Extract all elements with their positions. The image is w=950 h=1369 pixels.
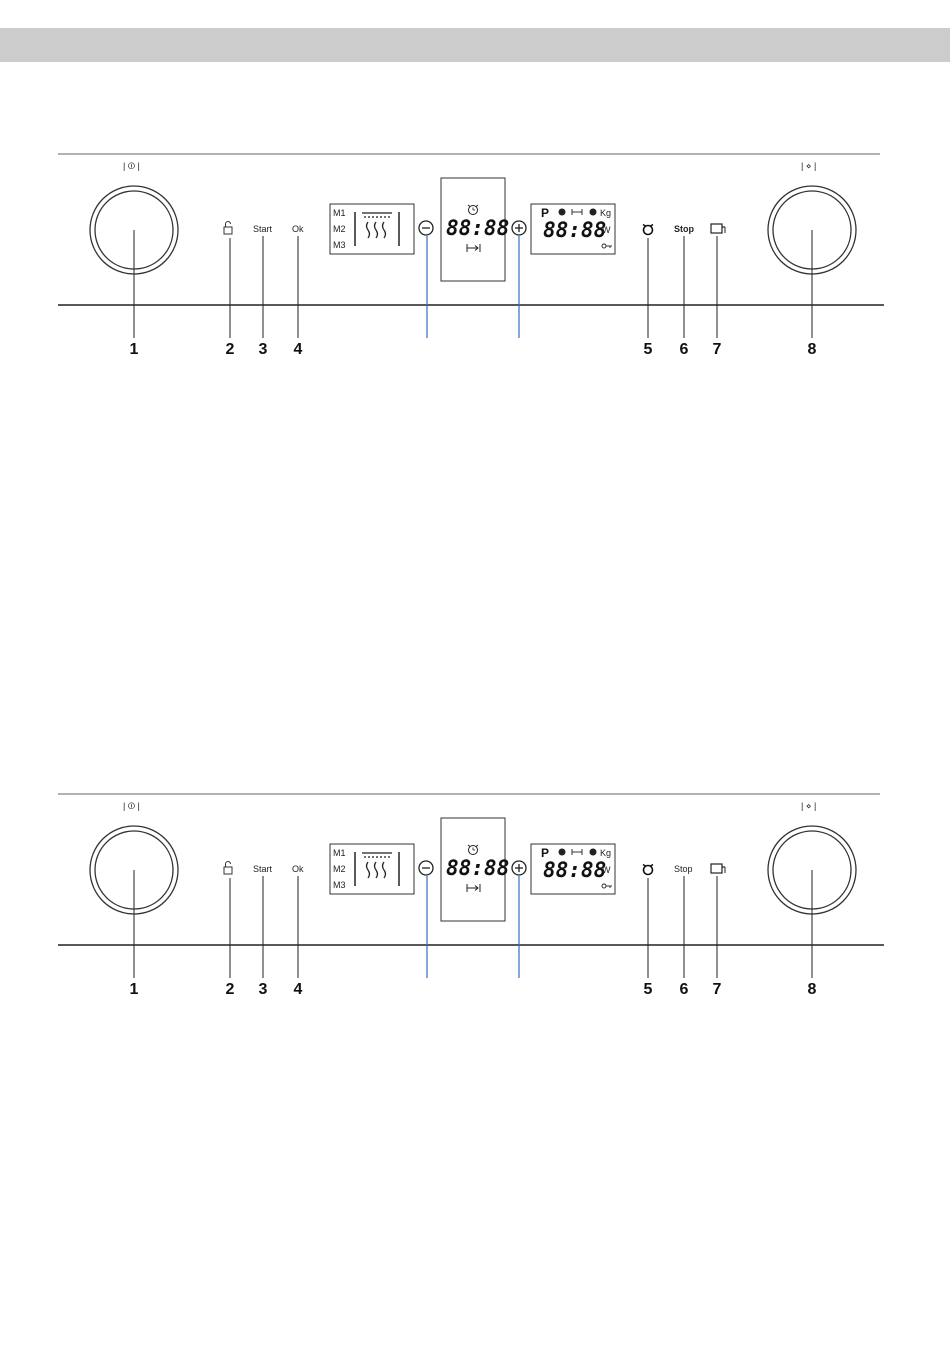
end-time-icon <box>467 244 480 252</box>
callout-1: 1 <box>124 341 144 359</box>
stop-button[interactable]: Stop <box>674 864 693 874</box>
mode-label-m1: M1 <box>333 848 346 858</box>
panel-drawing <box>0 150 950 365</box>
plus-circle-icon[interactable] <box>512 861 526 875</box>
leader-lines <box>134 230 812 338</box>
fan-icon-2 <box>590 209 597 216</box>
minus-circle-icon[interactable] <box>419 861 433 875</box>
alarm-clock-icon <box>468 845 478 855</box>
right-knob-symbol: | ⋄ | <box>801 801 816 812</box>
alarm-clock-icon[interactable] <box>643 225 653 235</box>
callout-5: 5 <box>638 341 658 359</box>
ok-button[interactable]: Ok <box>292 224 304 234</box>
left-knob-symbol: | ⏼ | <box>123 801 140 812</box>
program-w-label: W <box>602 865 611 875</box>
callout-2: 2 <box>220 341 240 359</box>
plus-circle-icon[interactable] <box>512 221 526 235</box>
callout-3: 3 <box>253 341 273 359</box>
lock-icon[interactable] <box>224 222 232 235</box>
key-icon <box>602 884 612 888</box>
ok-button[interactable]: Ok <box>292 864 304 874</box>
callout-4: 4 <box>288 341 308 359</box>
fan-icon-2 <box>590 849 597 856</box>
fan-icon-1 <box>559 849 566 856</box>
callout-3: 3 <box>253 981 273 999</box>
control-panel-diagram-1: | ⏼ | | ⋄ | Start Ok Stop M1 M2 M3 88:88… <box>0 150 950 365</box>
door-icon[interactable] <box>711 864 725 873</box>
program-digits: 88:88 <box>543 858 606 882</box>
key-icon <box>602 244 612 248</box>
callout-6: 6 <box>674 341 694 359</box>
callout-4: 4 <box>288 981 308 999</box>
timer-digits: 88:88 <box>446 216 509 240</box>
left-knob-symbol: | ⏼ | <box>123 161 140 172</box>
callout-5: 5 <box>638 981 658 999</box>
program-kg-label: Kg <box>600 208 611 218</box>
stop-button[interactable]: Stop <box>674 224 694 234</box>
callout-8: 8 <box>802 341 822 359</box>
mode-label-m2: M2 <box>333 864 346 874</box>
steam-grill-icon <box>362 213 392 238</box>
callout-1: 1 <box>124 981 144 999</box>
minus-circle-icon[interactable] <box>419 221 433 235</box>
program-digits: 88:88 <box>543 218 606 242</box>
control-panel-diagram-2: | ⏼ | | ⋄ | Start Ok Stop M1 M2 M3 88:88… <box>0 790 950 1005</box>
mode-label-m1: M1 <box>333 208 346 218</box>
callout-8: 8 <box>802 981 822 999</box>
door-icon[interactable] <box>711 224 725 233</box>
duration-icon <box>572 209 582 215</box>
start-button[interactable]: Start <box>253 864 272 874</box>
alarm-clock-icon <box>468 205 478 215</box>
program-w-label: W <box>602 225 611 235</box>
lock-icon[interactable] <box>224 862 232 875</box>
callout-7: 7 <box>707 981 727 999</box>
mode-label-m2: M2 <box>333 224 346 234</box>
mode-label-m3: M3 <box>333 880 346 890</box>
header-bar <box>0 28 950 62</box>
steam-grill-icon <box>362 853 392 878</box>
duration-icon <box>572 849 582 855</box>
mode-label-m3: M3 <box>333 240 346 250</box>
timer-digits: 88:88 <box>446 856 509 880</box>
fan-icon-1 <box>559 209 566 216</box>
end-time-icon <box>467 884 480 892</box>
callout-7: 7 <box>707 341 727 359</box>
callout-2: 2 <box>220 981 240 999</box>
alarm-clock-icon[interactable] <box>643 865 653 875</box>
right-knob-symbol: | ⋄ | <box>801 161 816 172</box>
callout-6: 6 <box>674 981 694 999</box>
start-button[interactable]: Start <box>253 224 272 234</box>
program-kg-label: Kg <box>600 848 611 858</box>
panel-drawing <box>0 790 950 1005</box>
leader-lines <box>134 870 812 978</box>
